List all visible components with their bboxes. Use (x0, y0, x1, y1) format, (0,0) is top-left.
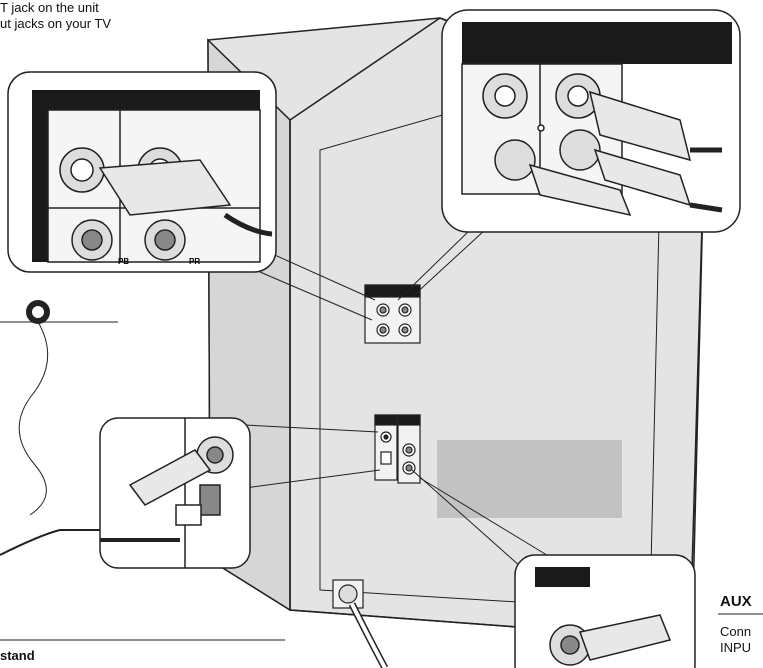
antenna-optical-panel (375, 415, 420, 483)
rating-label (437, 440, 622, 518)
component-jack-panel (365, 285, 420, 343)
aux-callout (515, 555, 695, 668)
component-label-pr: PR (189, 257, 200, 266)
optical-callout (0, 418, 250, 568)
component-callout-left (8, 72, 276, 272)
component-label-pb: PB (118, 257, 129, 266)
component-callout-right (442, 10, 740, 232)
